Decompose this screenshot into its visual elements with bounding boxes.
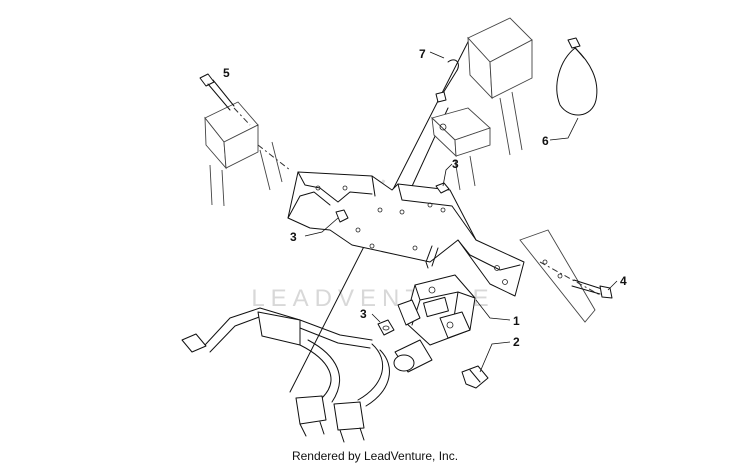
mounting-bracket (287, 171, 525, 297)
upper-relay-ghost (467, 17, 533, 156)
middle-module-ghost (431, 107, 491, 191)
hook-clip-7 (435, 59, 459, 103)
wire-harness (181, 307, 390, 443)
callout-3-upper: 3 (452, 157, 459, 171)
bolt-5 (199, 73, 251, 126)
nut-3-upper (435, 182, 450, 194)
callout-3-left: 3 (290, 230, 297, 244)
cable-tie-6 (556, 37, 598, 116)
callout-2: 2 (513, 335, 520, 349)
callout-3-lower: 3 (360, 307, 367, 321)
strap-clip-2 (461, 365, 489, 389)
callout-7: 7 (419, 47, 426, 61)
footer-credit: Rendered by LeadVenture, Inc. (291, 449, 459, 463)
callout-1: 1 (513, 314, 520, 328)
nut-3-lower (377, 319, 395, 336)
leader-lines (304, 51, 618, 373)
callout-6: 6 (542, 134, 549, 148)
actuator-assembly (393, 274, 476, 373)
callout-5: 5 (223, 66, 230, 80)
right-frame-ghost (519, 229, 601, 323)
left-coil-ghost (204, 101, 291, 207)
callout-4: 4 (620, 274, 627, 288)
